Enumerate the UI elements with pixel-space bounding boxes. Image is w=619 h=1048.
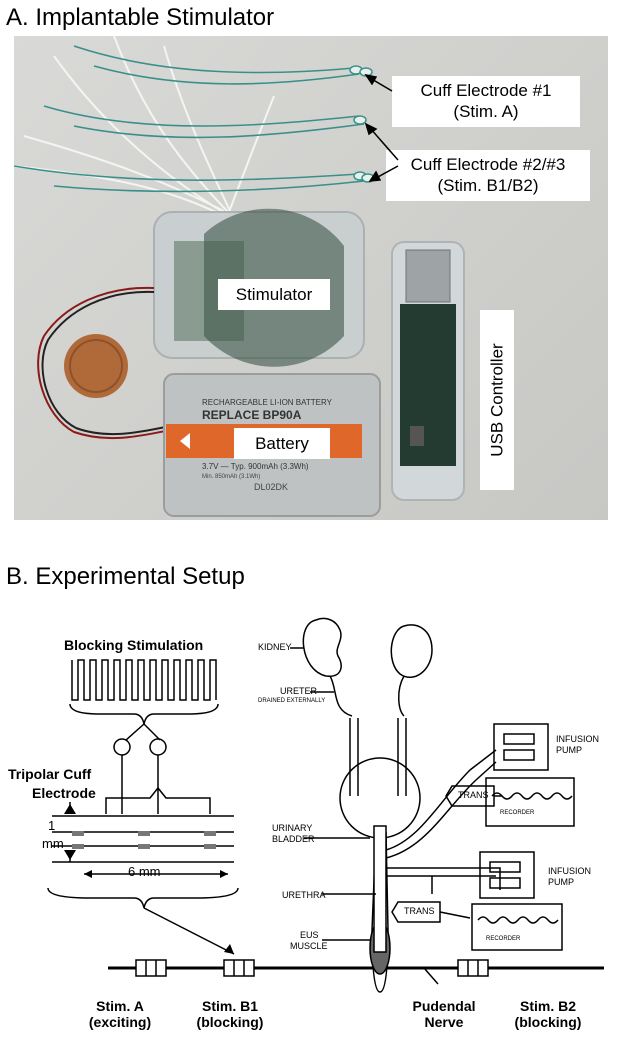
blocking-waveform xyxy=(71,659,217,701)
stim-b1-line1: Stim. B1 xyxy=(201,998,258,1014)
trans-label-bottom: TRANS xyxy=(404,906,435,916)
contact-2 xyxy=(138,831,150,836)
battery-print-line3: 3.7V — Typ. 900mAh (3.3Wh) xyxy=(202,462,309,471)
cuff1-callout: Cuff Electrode #1 (Stim. A) xyxy=(392,76,580,127)
pudendal-nerve-label: Pudendal Nerve xyxy=(406,998,482,1030)
kidney-label: KIDNEY xyxy=(258,642,292,652)
contact-3 xyxy=(204,831,216,836)
stim-b1-label: Stim. B1 (blocking) xyxy=(190,998,270,1030)
right-kidney xyxy=(390,624,433,679)
cuff-brace xyxy=(47,887,239,909)
battery-print-line5: DL02DK xyxy=(254,482,289,492)
dim-mm-label: mm xyxy=(42,836,64,851)
trans-label-top: TRANS xyxy=(458,790,489,800)
cuff1-label: Cuff Electrode #1 xyxy=(420,81,552,100)
dim-6mm-label: 6 mm xyxy=(128,864,161,879)
battery-print-line4: Min. 850mAh (3.1Wh) xyxy=(202,474,261,480)
usb-label-box: USB Controller xyxy=(480,310,514,490)
stim-b1-line2: (blocking) xyxy=(196,1014,264,1030)
cuff23-label: Cuff Electrode #2/#3 xyxy=(410,155,566,174)
tripolar-label-line1: Tripolar Cuff xyxy=(8,766,92,782)
eus-label-line1: EUS xyxy=(300,930,319,940)
blocking-stimulation-label: Blocking Stimulation xyxy=(64,637,204,653)
recorder-label-top: RECORDER xyxy=(500,810,535,816)
tripolar-bracket xyxy=(105,786,211,814)
ureter-label: URETER xyxy=(280,686,318,696)
stimulator-label: Stimulator xyxy=(218,279,330,311)
bladder-label-line2: BLADDER xyxy=(272,834,315,844)
tripolar-label-line2: Electrode xyxy=(32,785,96,801)
infusion-pump-top-line2: PUMP xyxy=(556,745,583,755)
cuff23-sublabel: (Stim. B1/B2) xyxy=(437,176,539,196)
dim-1-label: 1 xyxy=(48,818,56,833)
pudendal-line1: Pudendal xyxy=(412,998,476,1014)
cuff1-sublabel: (Stim. A) xyxy=(453,102,519,122)
infusion-pump-top-line1: INFUSION xyxy=(556,734,600,744)
left-kidney xyxy=(302,617,342,677)
device-photo: RECHARGEABLE LI-ION BATTERY REPLACE BP90… xyxy=(14,36,608,520)
callout-arrows xyxy=(364,73,399,182)
stim-a-line1: Stim. A xyxy=(96,998,144,1014)
stim-a-label: Stim. A (exciting) xyxy=(85,998,155,1030)
drained-label: DRAINED EXTERNALLY xyxy=(258,698,326,704)
battery-print-line2: REPLACE BP90A xyxy=(202,408,302,422)
contact-4 xyxy=(72,844,84,849)
cuff23-callout: Cuff Electrode #2/#3 (Stim. B1/B2) xyxy=(386,150,590,201)
stim-a-line2: (exciting) xyxy=(88,1014,152,1030)
bladder-label-line1: URINARY xyxy=(272,823,313,833)
waveform-brace xyxy=(69,703,219,725)
stim-b2-label: Stim. B2 (blocking) xyxy=(508,998,588,1030)
stim-b2-line1: Stim. B2 xyxy=(519,998,576,1014)
urethra-label: URETHRA xyxy=(282,890,326,900)
panel-b-title: B. Experimental Setup xyxy=(6,563,245,590)
contact-5 xyxy=(138,844,150,849)
infusion-pump-bottom-line1: INFUSION xyxy=(548,866,592,876)
recorder-label-bottom: RECORDER xyxy=(486,936,521,942)
experimental-setup-diagram xyxy=(47,617,604,993)
battery-print-line1: RECHARGEABLE LI-ION BATTERY xyxy=(202,398,332,407)
infusion-pump-bottom-line2: PUMP xyxy=(548,877,575,887)
pudendal-line2: Nerve xyxy=(424,1014,464,1030)
contact-1 xyxy=(72,831,84,836)
eus-label-line2: MUSCLE xyxy=(290,941,328,951)
panel-a-title: A. Implantable Stimulator xyxy=(6,4,275,31)
contact-6 xyxy=(204,844,216,849)
stim-b2-line2: (blocking) xyxy=(514,1014,582,1030)
battery-label: Battery xyxy=(234,428,330,460)
